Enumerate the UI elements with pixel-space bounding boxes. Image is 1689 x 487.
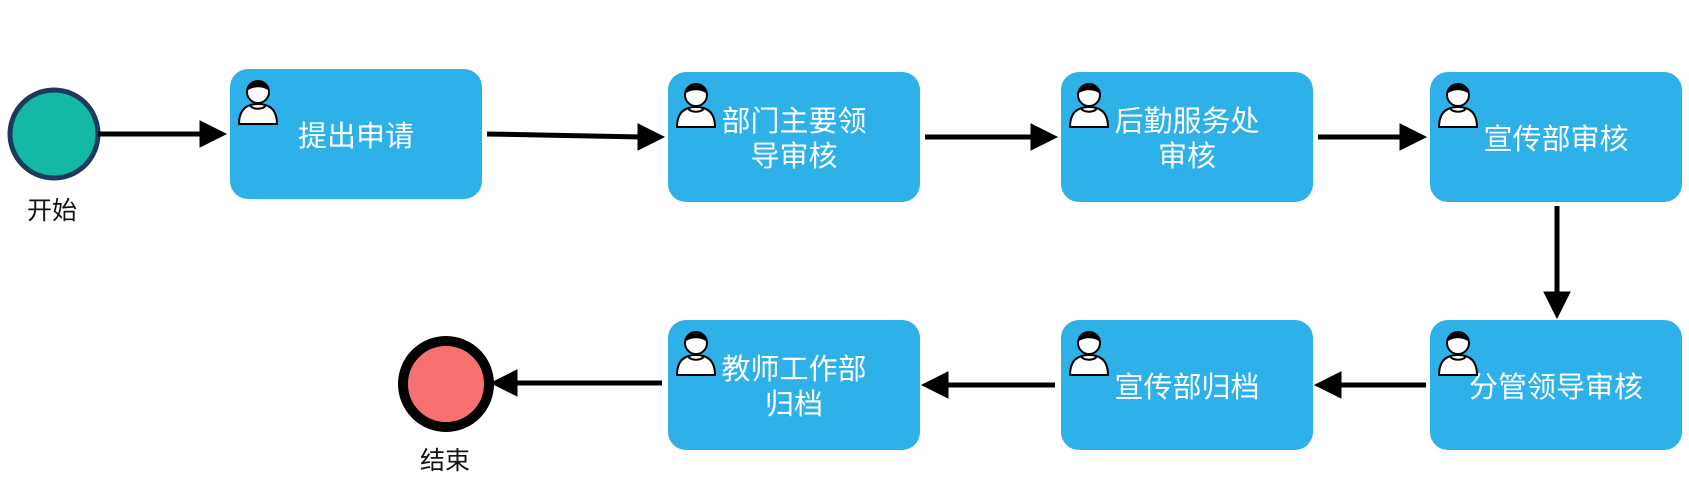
arrowhead	[199, 120, 228, 148]
user-icon	[675, 331, 717, 376]
arrowhead	[489, 369, 518, 397]
user-icon	[1068, 83, 1110, 128]
user-icon	[675, 83, 717, 128]
arrowhead	[1030, 123, 1059, 151]
task-label: 后勤服务处 审核	[1114, 104, 1260, 173]
task-publicity-archive[interactable]: 宣传部归档	[1061, 320, 1313, 450]
task-label: 教师工作部 归档	[721, 352, 867, 421]
task-leader-review[interactable]: 分管领导审核	[1430, 320, 1682, 450]
arrowhead	[1399, 123, 1428, 151]
task-teacher-archive[interactable]: 教师工作部 归档	[668, 320, 920, 450]
task-label: 部门主要领 导审核	[721, 104, 867, 173]
task-dept-head-review[interactable]: 部门主要领 导审核	[668, 72, 920, 202]
edges	[98, 120, 1571, 399]
end-event[interactable]	[398, 336, 494, 432]
end-event-label: 结束	[420, 446, 471, 475]
user-icon	[1068, 331, 1110, 376]
task-label: 分管领导审核	[1468, 369, 1643, 404]
task-logistics-review[interactable]: 后勤服务处 审核	[1061, 72, 1313, 202]
arrowhead	[637, 123, 666, 151]
edge-submit-to-dept	[486, 131, 643, 140]
arrowhead	[1313, 371, 1342, 399]
task-label: 宣传部归档	[1114, 369, 1260, 404]
task-publicity-review[interactable]: 宣传部审核	[1430, 72, 1682, 202]
arrowhead	[920, 371, 949, 399]
task-label: 提出申请	[297, 118, 414, 153]
user-icon	[1437, 331, 1479, 376]
task-label: 宣传部审核	[1483, 121, 1629, 156]
user-icon	[1437, 83, 1479, 128]
task-submit-application[interactable]: 提出申请	[230, 69, 482, 199]
start-event[interactable]	[7, 87, 101, 181]
user-icon	[237, 80, 279, 125]
arrowhead	[1543, 291, 1571, 320]
start-event-label: 开始	[27, 196, 78, 225]
